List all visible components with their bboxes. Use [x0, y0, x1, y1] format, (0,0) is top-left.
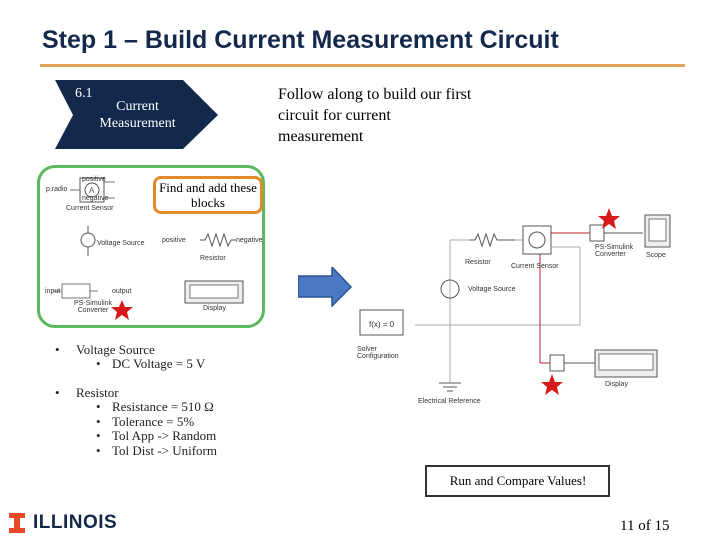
- r-item: Tolerance = 5%: [112, 413, 195, 429]
- lib-resistor-neg: negative: [236, 237, 263, 244]
- lib-resistor-label: Resistor: [200, 255, 226, 262]
- illinois-wordmark: ILLINOIS: [33, 512, 118, 533]
- title-divider: [40, 64, 685, 67]
- lib-voltage-source-label: Voltage Source: [97, 240, 145, 247]
- illinois-logo-icon: [9, 513, 25, 533]
- r-sub-bullet: •: [96, 413, 101, 429]
- intro-text: Follow along to build our first circuit …: [278, 86, 472, 145]
- run-text: Run and Compare Values!: [449, 473, 587, 488]
- find-blocks-text: Find and add these blocks: [159, 180, 257, 210]
- vs-sub-bullet: •: [96, 356, 101, 371]
- circuit-scope-label: Scope: [646, 252, 666, 259]
- circuit-diagram: [359, 208, 671, 395]
- lib-current-sensor-out1: positive: [82, 176, 106, 183]
- page-number: 11 of 15: [620, 518, 670, 534]
- block-library-panel: [37, 165, 265, 328]
- lib-resistor-pos: positive: [162, 237, 186, 244]
- lib-current-sensor-label: Current Sensor: [66, 205, 114, 212]
- lib-display-label: Display: [203, 305, 226, 312]
- lib-current-sensor-in: p.radio: [46, 186, 68, 193]
- svg-text:A: A: [89, 186, 95, 195]
- lib-converter-in: input: [45, 288, 61, 295]
- run-callout: [425, 465, 610, 497]
- circuit-converter-label: PS-Simulink Converter: [595, 244, 634, 258]
- circuit-voltage-source-label: Voltage Source: [468, 286, 516, 293]
- find-blocks-callout: [153, 176, 263, 214]
- step-number: 6.1: [75, 86, 93, 101]
- lib-converter-out: output: [112, 288, 132, 295]
- lib-current-sensor-out2: negative: [82, 195, 109, 202]
- vs-header: Voltage Source: [76, 342, 155, 357]
- circuit-ground-label: Electrical Reference: [418, 398, 481, 405]
- circuit-current-sensor-label: Current Sensor: [511, 263, 559, 270]
- r-sub-bullet: •: [96, 442, 101, 458]
- step-name: Current Measurement: [99, 99, 176, 131]
- vs-bullet: •: [55, 342, 60, 357]
- lib-converter-label: PS-Simulink Converter: [73, 300, 113, 314]
- flow-arrow-icon: [298, 267, 353, 307]
- r-sub-bullet: •: [96, 428, 101, 443]
- r-header: Resistor: [76, 385, 119, 400]
- r-item: Tol Dist -> Uniform: [112, 442, 217, 458]
- circuit-solver-block: f(x) = 0: [369, 320, 395, 329]
- library-blocks-diagram: A: [54, 177, 244, 320]
- slide-title: Step 1 – Build Current Measurement Circu…: [42, 26, 559, 54]
- r-item: Tol App -> Random: [112, 428, 217, 443]
- circuit-solver-label: Solver Configuration: [357, 346, 399, 360]
- circuit-resistor-label: Resistor: [465, 259, 491, 266]
- circuit-display-label: Display: [605, 381, 628, 388]
- step-chevron-icon: [55, 80, 218, 149]
- r-bullet: •: [55, 385, 60, 400]
- r-sub-bullet: •: [96, 399, 101, 414]
- r-item: Resistance = 510 Ω: [112, 399, 214, 414]
- vs-item: DC Voltage = 5 V: [112, 356, 206, 371]
